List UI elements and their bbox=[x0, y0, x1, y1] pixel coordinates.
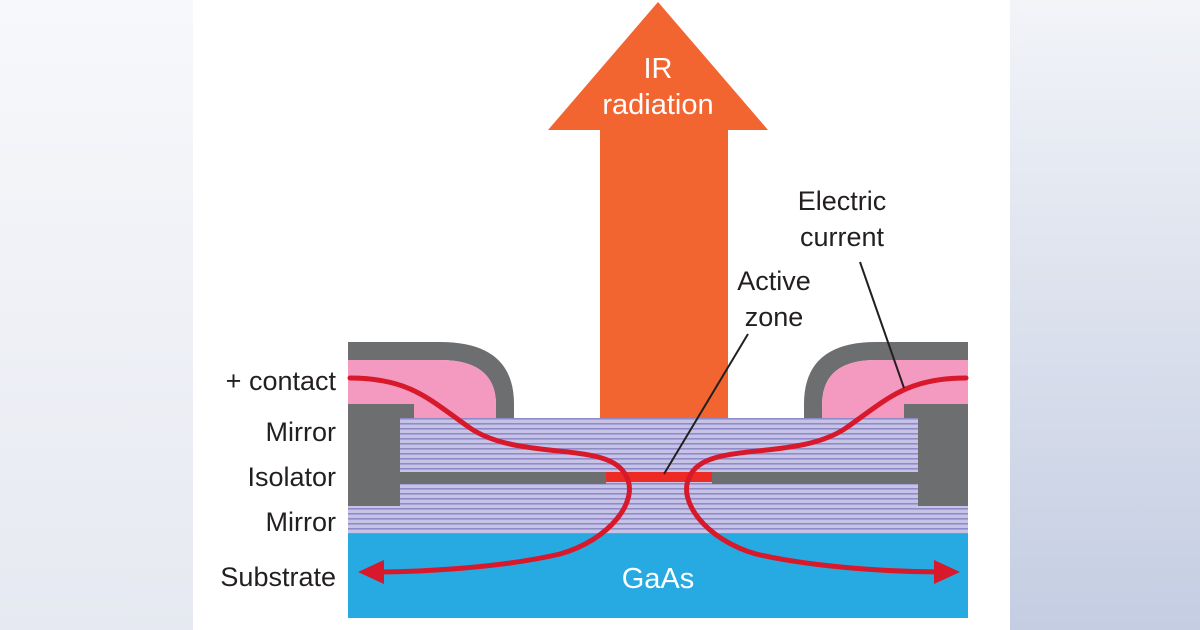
layer-label-substrate: Substrate bbox=[220, 562, 336, 592]
current-arrowhead-right bbox=[934, 560, 960, 584]
isolator-layer-left bbox=[400, 472, 606, 484]
layer-label-isolator: Isolator bbox=[247, 462, 336, 492]
active-zone-bar bbox=[606, 472, 712, 482]
left-contact-shell bbox=[348, 342, 514, 418]
left-contact-step bbox=[400, 404, 414, 418]
left-contact-pink bbox=[348, 360, 496, 418]
background-left-panel bbox=[0, 0, 193, 630]
active-zone-leader bbox=[663, 333, 749, 475]
right-contact-shell bbox=[804, 342, 968, 418]
electric-current-label-line1: Electric bbox=[798, 186, 887, 216]
electric-current-label-line2: current bbox=[800, 222, 885, 252]
layer-label-contact: + contact bbox=[226, 366, 337, 396]
current-path-left-top bbox=[347, 375, 632, 575]
isolator-layer-right bbox=[712, 472, 918, 484]
substrate-block bbox=[348, 534, 968, 618]
right-contact-pillar bbox=[918, 404, 968, 506]
current-arrowhead-left bbox=[358, 560, 384, 584]
electric-current-leader bbox=[859, 261, 905, 389]
left-contact-pillar bbox=[348, 404, 400, 506]
right-contact-pink bbox=[822, 360, 968, 418]
ir-radiation-arrow bbox=[548, 2, 768, 418]
lower-mirror-stack bbox=[348, 484, 968, 534]
background-right-panel bbox=[1010, 0, 1200, 630]
current-path-right-top bbox=[684, 375, 969, 575]
layer-label-mirror-bottom: Mirror bbox=[266, 507, 336, 537]
substrate-material-label: GaAs bbox=[622, 563, 695, 595]
arrow-label-line1: IR bbox=[644, 53, 673, 85]
active-zone-label-line2: zone bbox=[745, 302, 804, 332]
right-contact-step bbox=[904, 404, 918, 418]
active-zone-label-line1: Active bbox=[737, 266, 811, 296]
upper-mirror-stack bbox=[400, 418, 918, 472]
arrow-label-line2: radiation bbox=[602, 89, 713, 121]
layer-label-mirror-top: Mirror bbox=[266, 417, 336, 447]
